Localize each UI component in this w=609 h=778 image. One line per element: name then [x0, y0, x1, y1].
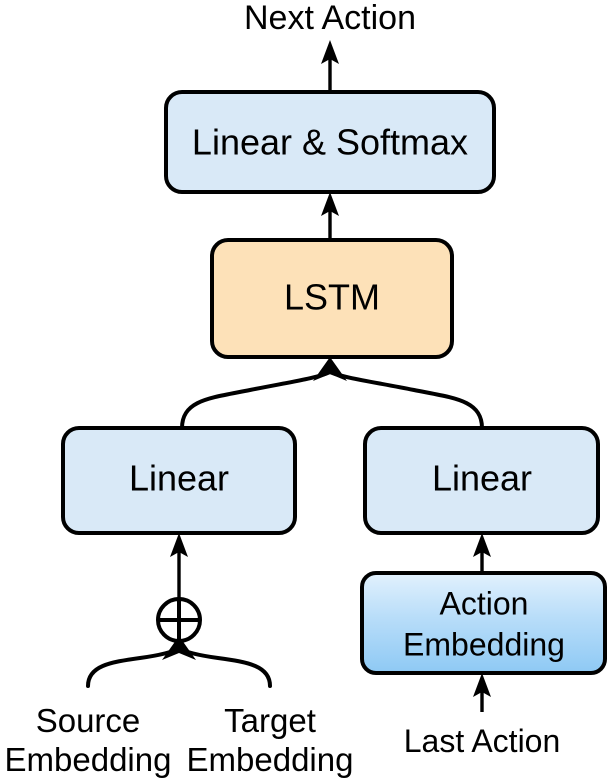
- label-source-embedding-line2: Embedding: [5, 741, 172, 778]
- label-last-action: Last Action: [404, 723, 561, 759]
- node-lstm[interactable]: LSTM: [210, 238, 454, 359]
- edge-embeddings-to-oplus: [86, 636, 272, 688]
- node-action-embedding-label-line2: Embedding: [403, 626, 565, 662]
- edge-lastaction-to-actionembedding: [473, 673, 491, 712]
- edge-lstm-to-linearsoftmax: [321, 192, 339, 240]
- label-target-embedding-line2: Embedding: [187, 741, 354, 778]
- edge-actionembedding-to-linear-right: [473, 533, 491, 573]
- edge-linears-to-lstm: [180, 357, 484, 430]
- label-target-embedding-line1: Target: [224, 702, 316, 739]
- node-action-embedding[interactable]: Action Embedding: [360, 571, 607, 675]
- edge-oplus-to-linear-left: [170, 533, 188, 600]
- label-source-embedding-line1: Source: [36, 702, 141, 739]
- node-linear-right[interactable]: Linear: [363, 426, 600, 535]
- node-linear-softmax-label: Linear & Softmax: [192, 122, 468, 163]
- node-linear-left[interactable]: Linear: [61, 426, 297, 535]
- node-action-embedding-label-line1: Action: [440, 585, 529, 621]
- add-operator: [156, 597, 202, 643]
- edge-linearsoftmax-to-nextaction: [321, 40, 339, 92]
- page-title: Next Action: [244, 0, 416, 37]
- node-linear-right-label: Linear: [432, 458, 532, 499]
- node-linear-left-label: Linear: [129, 458, 229, 499]
- node-linear-softmax[interactable]: Linear & Softmax: [164, 90, 496, 194]
- node-lstm-label: LSTM: [284, 277, 380, 318]
